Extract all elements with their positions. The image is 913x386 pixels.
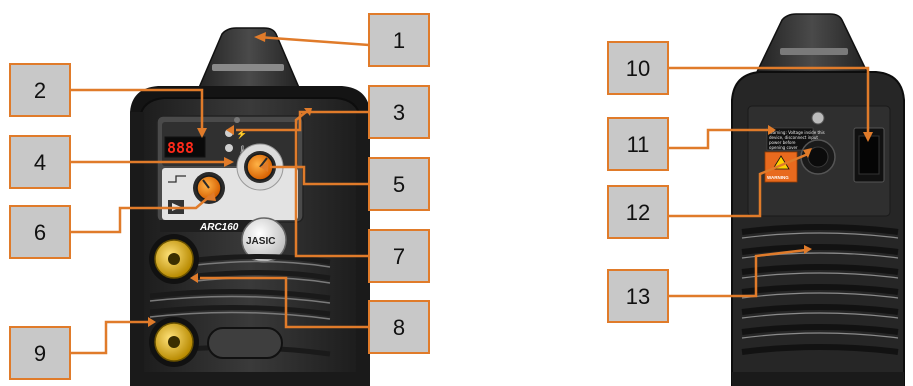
- svg-text:1: 1: [393, 28, 405, 53]
- callout-5: 5: [369, 158, 429, 210]
- rating-label-line-4: opening cover: [769, 145, 798, 150]
- front-foot: [140, 372, 360, 386]
- callout-6: 6: [10, 206, 70, 258]
- svg-text:10: 10: [626, 56, 650, 81]
- callout-9: 9: [10, 327, 70, 379]
- svg-text:9: 9: [34, 341, 46, 366]
- front-handle-grip: [212, 64, 284, 71]
- callout-4: 4: [10, 136, 70, 188]
- callout-8: 8: [369, 301, 429, 353]
- rear-screw: [812, 112, 824, 124]
- svg-text:8: 8: [393, 315, 405, 340]
- callout-10: 10: [608, 42, 668, 94]
- brand-logo: JASIC: [246, 236, 275, 247]
- svg-text:13: 13: [626, 284, 650, 309]
- rear-foot: [732, 372, 904, 386]
- svg-text:6: 6: [34, 220, 46, 245]
- thermal-led: [225, 144, 233, 152]
- svg-text:11: 11: [627, 132, 650, 157]
- rear-welder: Warning: Voltage inside this device, dis…: [732, 14, 904, 386]
- svg-text:5: 5: [393, 172, 405, 197]
- front-handle: [198, 28, 300, 90]
- display-digits: 888: [167, 139, 194, 157]
- model-label: ARC160: [199, 222, 239, 233]
- callout-11: 11: [608, 118, 668, 170]
- svg-text:12: 12: [626, 200, 650, 225]
- negative-terminal-socket: [168, 336, 180, 348]
- svg-text:4: 4: [34, 150, 46, 175]
- blank-plate: [208, 328, 282, 358]
- front-rim-left: [130, 112, 144, 386]
- rear-handle: [756, 14, 868, 74]
- power-switch[interactable]: [859, 136, 879, 174]
- svg-text:7: 7: [393, 244, 405, 269]
- callout-3: 3: [369, 86, 429, 138]
- svg-text:2: 2: [34, 78, 46, 103]
- positive-terminal-socket: [168, 253, 180, 265]
- rear-handle-grip: [780, 48, 848, 55]
- svg-text:3: 3: [393, 100, 405, 125]
- front-rim-right: [356, 112, 370, 386]
- callout-13: 13: [608, 270, 668, 322]
- callout-7: 7: [369, 230, 429, 282]
- callout-12: 12: [608, 186, 668, 238]
- panel-screw: [234, 117, 240, 123]
- callout-1: 1: [369, 14, 429, 66]
- warning-label: WARNING: [767, 175, 789, 180]
- callout-2: 2: [10, 64, 70, 116]
